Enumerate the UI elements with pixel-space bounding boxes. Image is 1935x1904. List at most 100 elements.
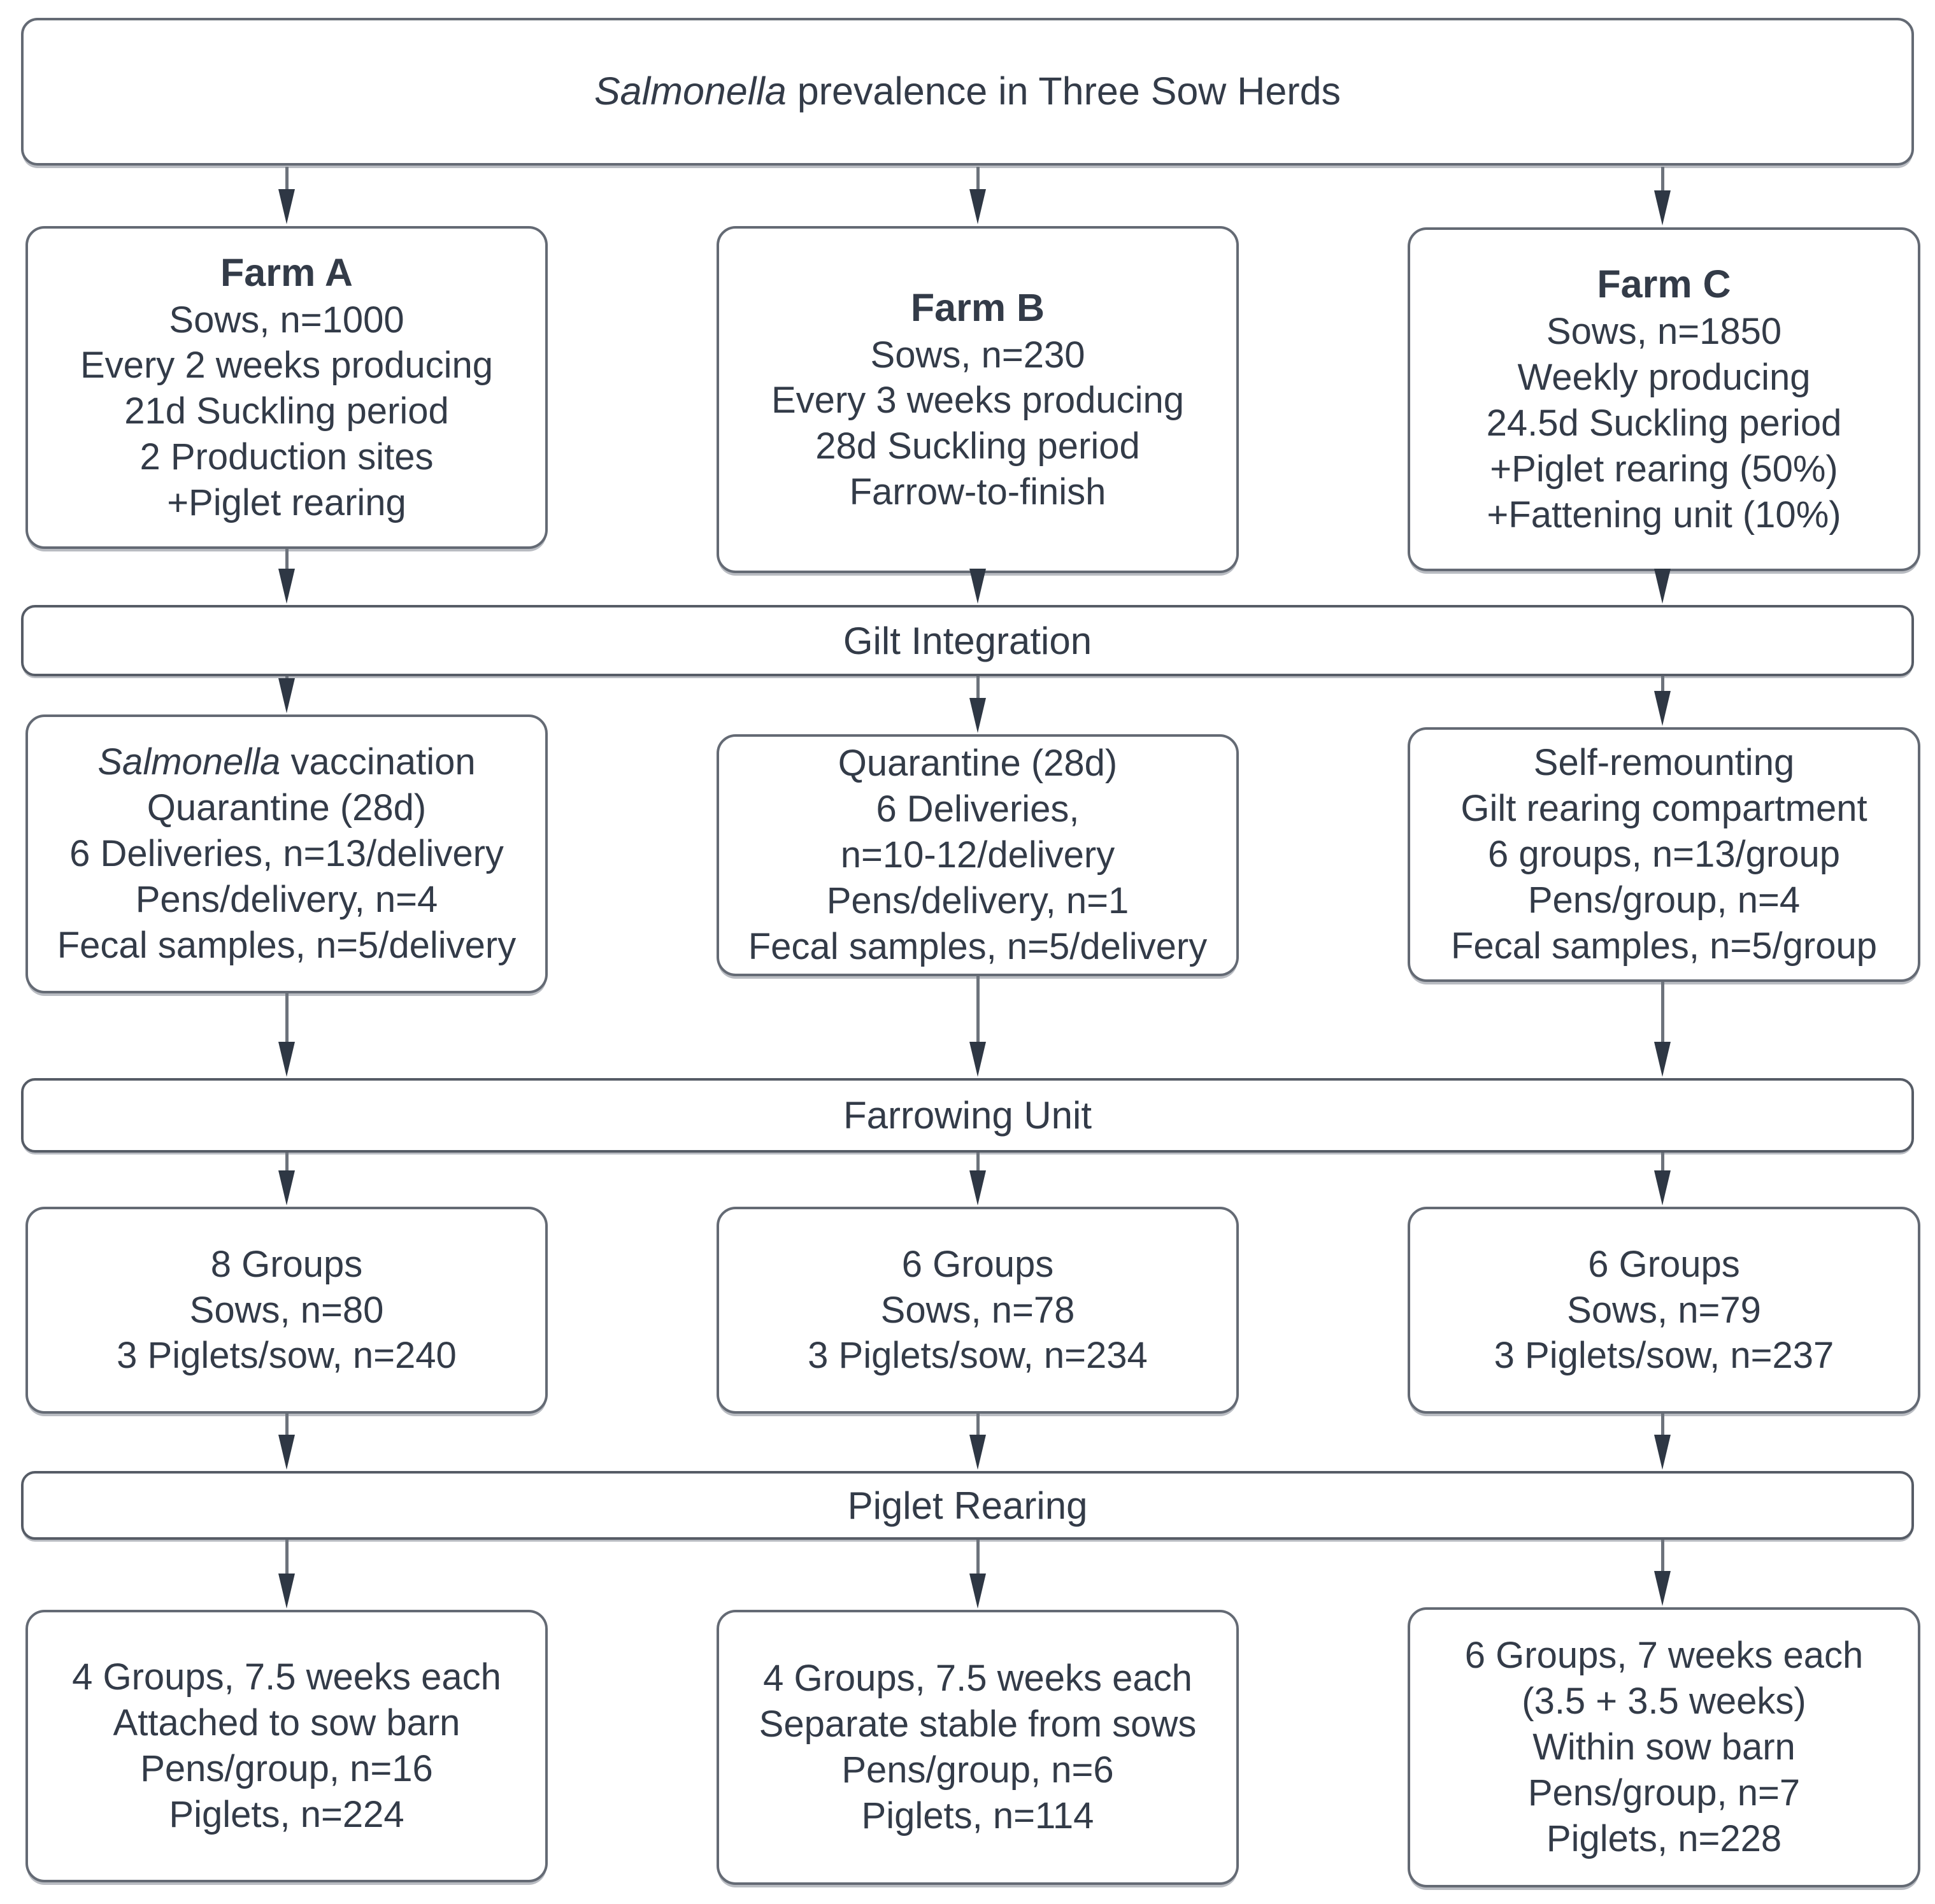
flow-arrow-down [278,676,295,713]
text-line: Salmonella vaccination [97,739,475,785]
arrow-shaft [285,1540,289,1579]
text-line: Quarantine (28d) [146,787,427,829]
text-line: 21d Suckling period [124,390,449,432]
arrow-head-icon [278,1435,295,1470]
text-line: Every 3 weeks producing [771,380,1184,422]
arrow-shaft [1661,1540,1664,1576]
text-line: 3 Piglets/sow, n=237 [1494,1335,1834,1377]
arrow-shaft [976,1414,980,1440]
arrow-head-icon [278,1042,295,1077]
arrow-head-icon [969,1435,986,1470]
flow-arrow-down [278,1153,295,1205]
arrow-shaft [1661,1153,1664,1176]
text-line: Weekly producing [1517,356,1811,398]
text-line: +Fattening unit (10%) [1487,494,1841,536]
arrow-head-icon [1654,1571,1671,1606]
arrow-shaft [285,1153,289,1176]
arrow-shaft [976,167,980,194]
arrow-shaft [976,976,980,1047]
vaccination-text: vaccination [280,741,476,783]
text-line: Attached to sow barn [113,1702,461,1744]
flow-arrow-down [278,549,295,604]
text-line: 28d Suckling period [815,425,1140,467]
flow-arrow-down [1654,1414,1671,1470]
text-line: Pens/delivery, n=1 [826,879,1129,921]
arrow-shaft [285,167,289,194]
farm-c-header: Farm C [1597,262,1731,306]
arrow-head-icon [1654,1042,1671,1077]
farm-c-farrowing-box: 6 Groups Sows, n=79 3 Piglets/sow, n=237 [1408,1207,1920,1414]
farrowing-unit-band: Farrowing Unit [21,1078,1914,1153]
text-line: 2 Production sites [139,436,434,478]
flow-arrow-down [1654,167,1671,225]
text-line: Every 2 weeks producing [80,345,493,387]
flow-arrow-down [278,993,295,1077]
text-line: Sows, n=1000 [169,299,404,341]
arrow-shaft [285,549,289,574]
text-line: Sows, n=1850 [1546,311,1782,353]
arrow-head-icon [278,569,295,604]
text-line: Sows, n=230 [870,334,1085,376]
flow-arrow-down [1654,1153,1671,1205]
band-label: Gilt Integration [843,619,1092,662]
text-line: 6 Groups, 7 weeks each [1464,1635,1864,1677]
text-line: 4 Groups, 7.5 weeks each [72,1656,501,1698]
arrow-head-icon [1654,1435,1671,1470]
arrow-shaft [976,676,980,703]
text-line: 6 Deliveries, n=13/delivery [69,833,504,875]
title-italic-text: Salmonella [594,69,787,113]
flow-arrow-down [1654,1540,1671,1606]
arrow-head-icon [1654,190,1671,225]
arrow-shaft [976,1540,980,1579]
band-label: Farrowing Unit [843,1094,1092,1137]
flow-arrow-down [969,1153,986,1205]
band-label: Piglet Rearing [847,1484,1088,1527]
text-line: Sows, n=79 [1567,1289,1761,1331]
flow-arrow-down [1654,569,1671,604]
farm-b-farrowing-box: 6 Groups Sows, n=78 3 Piglets/sow, n=234 [717,1207,1239,1414]
farm-a-farrowing-box: 8 Groups Sows, n=80 3 Piglets/sow, n=240 [25,1207,548,1414]
farm-c-box: Farm C Sows, n=1850 Weekly producing 24.… [1408,227,1920,571]
arrow-shaft [285,993,289,1047]
text-line: 24.5d Suckling period [1486,402,1842,444]
farm-a-header: Farm A [220,250,353,294]
farm-a-box: Farm A Sows, n=1000 Every 2 weeks produc… [25,226,548,549]
flow-arrow-down [969,167,986,224]
text-line: 6 Groups [901,1243,1054,1285]
title-rest-text: prevalence in Three Sow Herds [786,69,1341,113]
arrow-head-icon [969,569,986,604]
text-line: Sows, n=80 [189,1289,384,1331]
text-line: Self-remounting [1533,742,1795,784]
text-line: Piglets, n=114 [861,1794,1094,1837]
arrow-head-icon [1654,569,1671,604]
text-line: 4 Groups, 7.5 weeks each [763,1658,1192,1700]
piglet-rearing-band: Piglet Rearing [21,1471,1914,1540]
arrow-head-icon [278,1574,295,1609]
arrow-head-icon [278,189,295,224]
gilt-integration-band: Gilt Integration [21,605,1914,676]
text-line: +Piglet rearing [167,482,406,524]
arrow-shaft [1661,1414,1664,1440]
flow-arrow-down [969,1414,986,1470]
text-line: Fecal samples, n=5/delivery [748,925,1208,967]
text-line: Farrow-to-finish [849,471,1106,513]
flow-arrow-down [1654,676,1671,726]
text-line: 3 Piglets/sow, n=234 [808,1335,1148,1377]
arrow-head-icon [969,1170,986,1205]
text-line: Pens/delivery, n=4 [135,878,438,920]
text-line: 6 Deliveries, [876,788,1080,830]
text-line: Sows, n=78 [880,1289,1075,1331]
salmonella-italic-text: Salmonella [97,741,281,783]
text-line: Piglets, n=228 [1546,1817,1782,1859]
text-line: Fecal samples, n=5/group [1451,925,1877,967]
flow-arrow-down [969,1540,986,1609]
text-line: 8 Groups [210,1243,363,1285]
text-line: Quarantine (28d) [838,742,1118,785]
text-line: 6 groups, n=13/group [1487,834,1841,876]
text-line: Pens/group, n=6 [841,1749,1114,1791]
arrow-shaft [1661,676,1664,696]
farm-b-header: Farm B [910,285,1045,329]
arrow-head-icon [1654,691,1671,726]
flow-arrow-down [278,1540,295,1609]
